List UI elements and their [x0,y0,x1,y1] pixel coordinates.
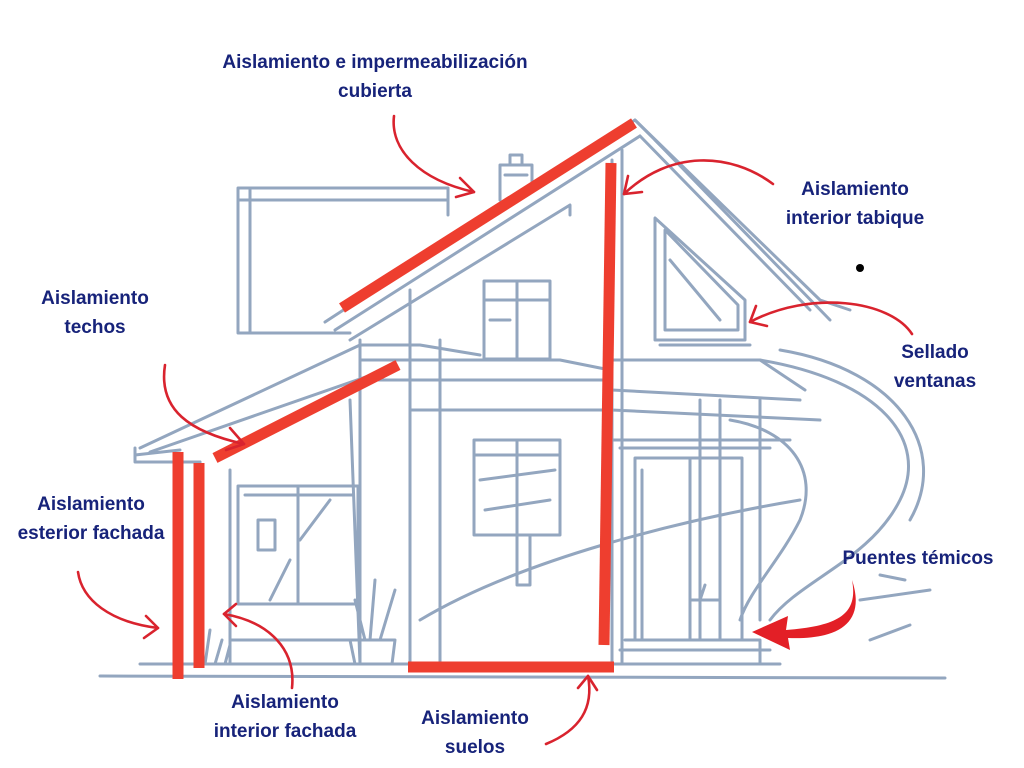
ceilings-label-line1: Aislamiento [41,288,149,309]
interior-facade-arrow-head [222,602,238,628]
central-body [358,288,612,666]
partition-arrow-head [622,174,644,196]
exterior-facade-label-line1: Aislamiento [37,494,145,515]
thermal-bridge-arrow [752,580,856,650]
lower-roof [133,343,482,464]
porch-door [618,446,772,666]
exterior-facade-label: Aislamiento esterior fachada [0,490,182,548]
interior-facade-arrow [222,612,294,690]
partition-insulation-bar [598,162,617,646]
porch-columns [698,398,762,642]
partition-label-line1: Aislamiento [801,179,909,200]
exterior-facade-arrow [76,570,160,630]
exterior-facade-arrow-head [142,614,160,640]
floors-arrow [544,674,591,746]
floors-label-line2: suelos [444,737,506,758]
insulation-bars [172,118,637,679]
left-plant [348,578,397,666]
stair-railing [418,348,926,622]
floors-label: Aislamiento suelos [398,704,552,762]
right-ground [858,573,932,642]
ceiling-arrow [162,363,246,446]
roof-arrow-head [454,176,476,199]
exterior-facade-label-line2: esterior fachada [17,523,165,544]
partition-label: Aislamiento interior tabique [760,175,950,233]
partition-arrow [622,159,775,196]
left-window-detail [243,484,354,606]
interior-facade-label-line1: Aislamiento [231,692,339,713]
middle-window-detail [472,438,562,587]
upper-window-detail [482,279,552,361]
windows-label-line1: Sellado [901,342,969,363]
thermal-bridges-label-line1: Puentes témicos [842,548,994,569]
floors-arrow-head [576,674,599,692]
roof-label: Aislamiento e impermeabilización cubiert… [180,48,570,106]
ceiling-insulation-bar [212,360,401,463]
pointer-arrows [76,114,914,746]
windows-label-line2: ventanas [893,371,977,392]
roof-arrow [392,114,476,194]
partition-label-line2: interior tabique [785,208,925,229]
floors-label-line1: Aislamiento [421,708,529,729]
small-plant [203,628,232,666]
roof-label-line1: Aislamiento e impermeabilización [222,52,528,73]
windows-arrow [748,301,914,336]
triangle-window [653,216,752,347]
back-tower [236,186,450,335]
roof-label-line2: cubierta [338,81,412,102]
roof-insulation-bar [339,118,637,313]
ceiling-arrow-head [224,426,246,452]
ceilings-label: Aislamiento techos [15,284,175,342]
ground-line [98,674,947,680]
right-plant [688,583,722,642]
decor-dot [856,264,864,272]
interior-facade-label-line2: interior fachada [213,721,357,742]
ceilings-label-line2: techos [64,317,126,338]
thermal-bridges-label: Puentes témicos [820,544,1016,573]
chimney [498,153,534,202]
interior-facade-label: Aislamiento interior fachada [190,688,380,746]
windows-arrow-head [748,304,769,328]
windows-label: Sellado ventanas [860,338,1010,396]
